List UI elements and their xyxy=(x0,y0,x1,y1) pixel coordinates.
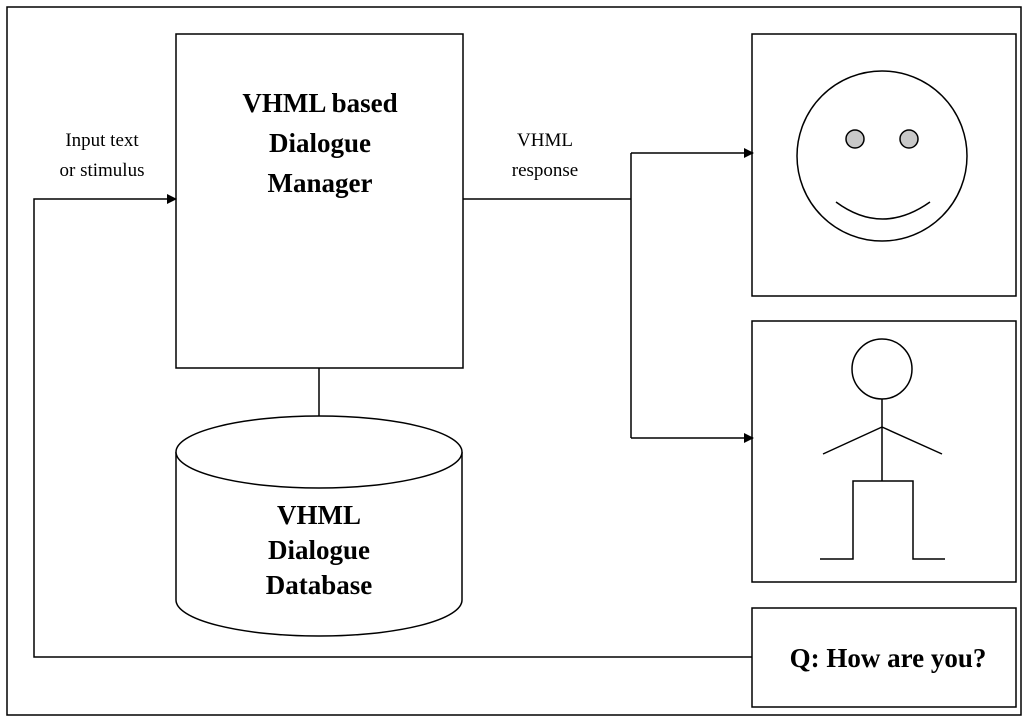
question-box xyxy=(751,607,1017,708)
dialogue-database-cylinder xyxy=(175,415,463,637)
database-line-1: VHML xyxy=(277,500,361,530)
response-label-line-2: response xyxy=(512,160,578,181)
dialogue-manager-box xyxy=(175,33,464,369)
input-label-line-1: Input text xyxy=(65,130,139,151)
outer-frame xyxy=(6,6,1022,716)
database-line-2: Dialogue xyxy=(268,535,370,565)
manager-line-1: VHML based xyxy=(242,88,397,118)
stick-figure-icon xyxy=(820,338,945,560)
manager-line-3: Manager xyxy=(268,168,373,198)
body-panel xyxy=(751,320,1017,583)
response-label-line-1: VHML xyxy=(517,130,573,151)
manager-line-2: Dialogue xyxy=(269,128,371,158)
smiley-face-icon xyxy=(796,70,968,242)
database-line-3: Database xyxy=(266,570,373,600)
question-text: Q: How are you? xyxy=(790,643,987,673)
input-label-line-2: or stimulus xyxy=(60,160,145,181)
face-panel xyxy=(751,33,1017,297)
input-feedback-arrow xyxy=(33,194,753,658)
